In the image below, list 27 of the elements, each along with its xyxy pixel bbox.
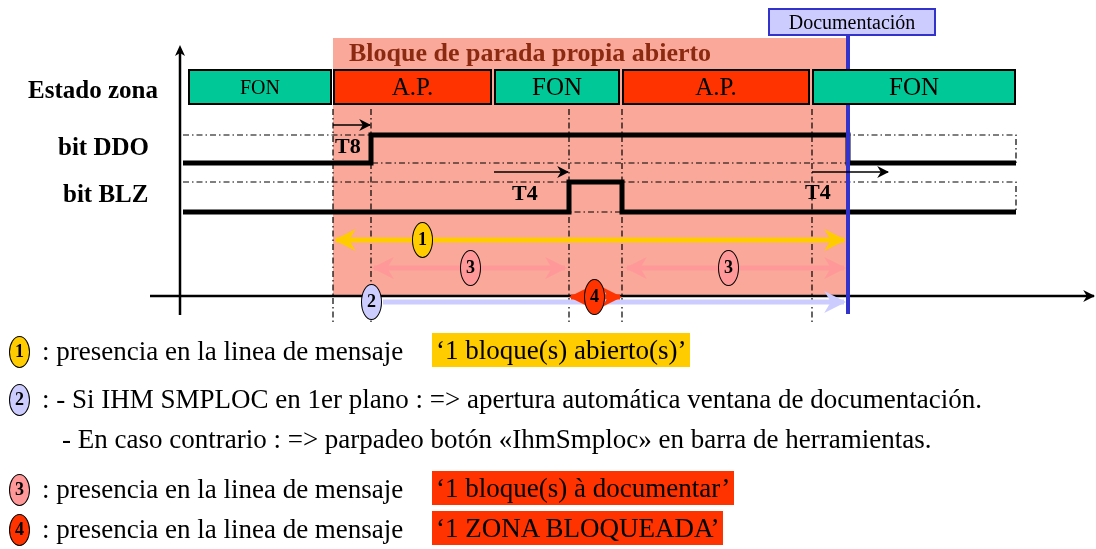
callout-number: 3 [718, 250, 739, 286]
timer-label: T4 [512, 180, 538, 207]
legend-text: : - Si IHM SMPLOC en 1er plano : => apertura automática ventana de documentación. [42, 383, 982, 416]
documentation-box: Documentación [768, 8, 936, 36]
callout-number: 1 [9, 336, 30, 368]
legend-text: : presencia en la linea de mensaje [42, 335, 404, 368]
callout-number: 3 [9, 474, 30, 506]
timer-label: T8 [335, 133, 361, 160]
message-highlight: ‘1 bloque(s) à documentar’ [432, 471, 735, 506]
row-label: Estado zona [28, 75, 158, 105]
callout-number: 3 [460, 250, 481, 286]
callout-number: 2 [361, 284, 382, 320]
legend-text: - En caso contrario : => parpadeo botón «IhmSmploc» en barra de herramientas. [62, 423, 932, 456]
callout-number: 1 [412, 222, 433, 258]
legend-text: : presencia en la linea de mensaje [42, 473, 404, 506]
callout-number: 4 [584, 279, 605, 315]
message-highlight: ‘1 ZONA BLOQUEADA’ [432, 511, 724, 546]
row-label: bit BLZ [63, 179, 149, 209]
row-label: bit DDO [58, 132, 149, 162]
message-highlight: ‘1 bloque(s) abierto(s)’ [432, 333, 691, 368]
state-bar: FON [812, 69, 1016, 105]
callout-number: 4 [9, 514, 30, 546]
state-bar: FON [188, 69, 332, 105]
legend-text: : presencia en la linea de mensaje [42, 513, 404, 546]
timer-label: T4 [805, 179, 831, 206]
band-title: Bloque de parada propia abierto [349, 38, 712, 68]
callout-number: 2 [9, 384, 30, 416]
